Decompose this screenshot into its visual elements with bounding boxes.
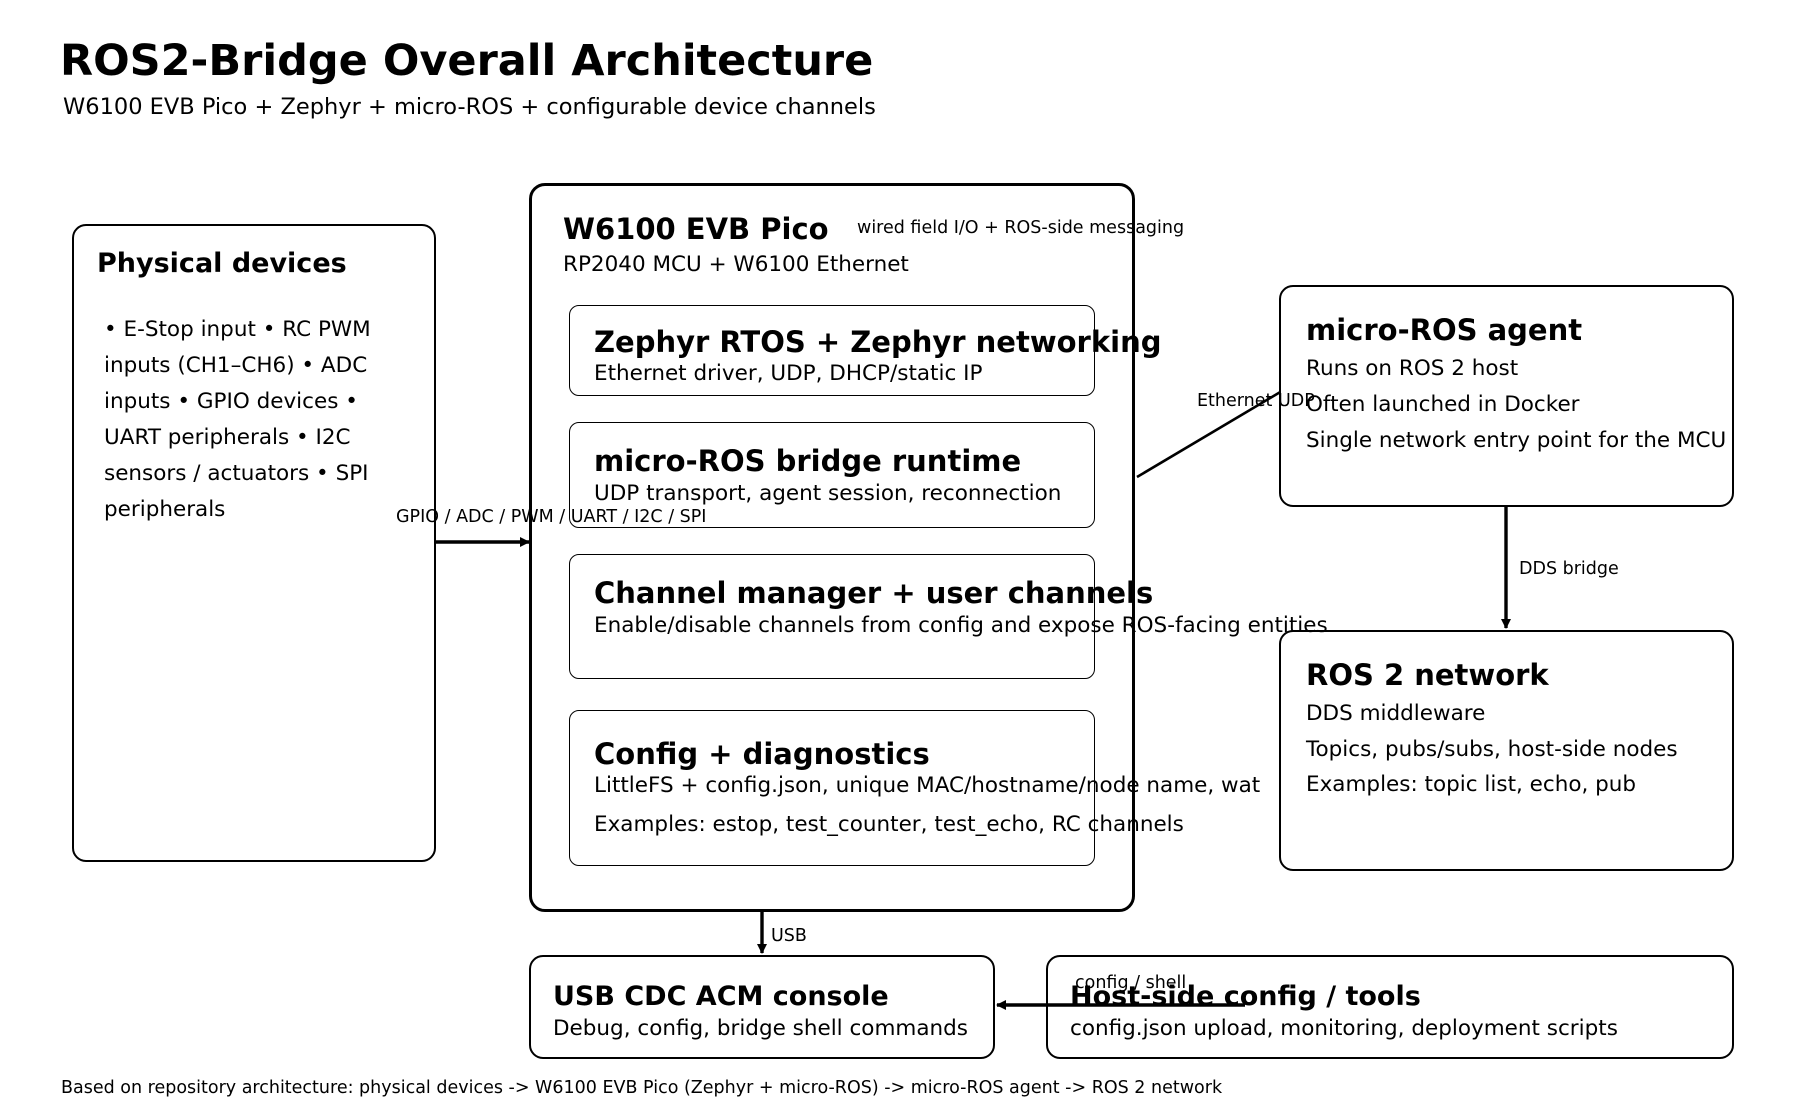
usb-edge-label: USB	[771, 926, 807, 946]
micro-ros-agent-line-1: Runs on ROS 2 host	[1306, 356, 1519, 381]
diagram-subtitle: W6100 EVB Pico + Zephyr + micro-ROS + co…	[63, 94, 876, 120]
bridge-runtime-detail: UDP transport, agent session, reconnecti…	[594, 481, 1062, 506]
ethernet-udp-line	[1136, 389, 1283, 479]
physical-devices-list: • E-Stop input • RC PWM inputs (CH1–CH6)…	[104, 317, 371, 522]
ros2-network-title: ROS 2 network	[1306, 658, 1549, 692]
micro-ros-agent-line-3: Single network entry point for the MCU	[1306, 428, 1727, 453]
config-diagnostics-box	[569, 710, 1095, 866]
usb-console-detail: Debug, config, bridge shell commands	[553, 1016, 968, 1041]
physical-devices-title: Physical devices	[97, 248, 347, 279]
host-tools-detail: config.json upload, monitoring, deployme…	[1070, 1016, 1618, 1041]
ros2-network-line-2: Topics, pubs/subs, host-side nodes	[1306, 737, 1678, 762]
ros2-network-line-1: DDS middleware	[1306, 701, 1486, 726]
zephyr-layer-box	[569, 305, 1095, 396]
channel-manager-title: Channel manager + user channels	[594, 576, 1154, 610]
channel-manager-box	[569, 554, 1095, 679]
dds-edge-label: DDS bridge	[1519, 559, 1619, 579]
w6100-evb-pico-box	[529, 183, 1135, 912]
board-tagline: wired field I/O + ROS-side messaging	[857, 218, 1185, 238]
board-title: W6100 EVB Pico	[563, 212, 829, 246]
footer-note: Based on repository architecture: physic…	[61, 1078, 1223, 1098]
physical-devices-box	[72, 224, 436, 862]
gpio-edge-label: GPIO / ADC / PWM / UART / I2C / SPI	[396, 507, 707, 527]
usb-console-title: USB CDC ACM console	[553, 981, 889, 1012]
usb-console-box	[529, 955, 995, 1059]
micro-ros-agent-box	[1279, 285, 1734, 507]
shell-edge-label: config / shell	[1075, 973, 1187, 993]
channel-manager-detail: Enable/disable channels from config and …	[594, 613, 1328, 638]
host-tools-box	[1046, 955, 1734, 1059]
zephyr-layer-detail: Ethernet driver, UDP, DHCP/static IP	[594, 361, 983, 386]
host-tools-title: Host-side config / tools	[1070, 981, 1421, 1012]
board-subtitle: RP2040 MCU + W6100 Ethernet	[563, 252, 909, 277]
diagram-title: ROS2-Bridge Overall Architecture	[60, 36, 874, 86]
ethernet-edge-label: Ethernet UDP	[1197, 391, 1315, 411]
bridge-runtime-box	[569, 422, 1095, 528]
micro-ros-agent-title: micro-ROS agent	[1306, 313, 1583, 347]
config-diagnostics-detail: LittleFS + config.json, unique MAC/hostn…	[594, 773, 1261, 798]
zephyr-layer-title: Zephyr RTOS + Zephyr networking	[594, 325, 1162, 359]
ros2-network-box	[1279, 630, 1734, 871]
bridge-runtime-title: micro-ROS bridge runtime	[594, 444, 1022, 478]
config-diagnostics-examples: Examples: estop, test_counter, test_echo…	[594, 812, 1184, 837]
ros2-network-line-3: Examples: topic list, echo, pub	[1306, 772, 1637, 797]
config-diagnostics-title: Config + diagnostics	[594, 737, 930, 771]
micro-ros-agent-line-2: Often launched in Docker	[1306, 392, 1580, 417]
